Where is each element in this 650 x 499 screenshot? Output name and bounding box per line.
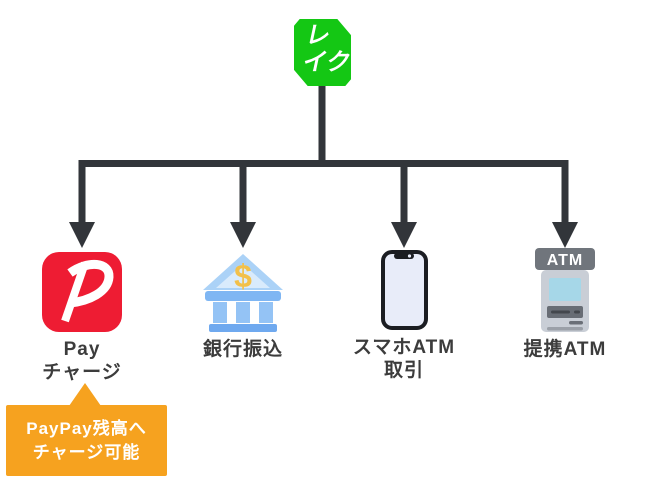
callout-text-line2: チャージ可能 [32,442,141,462]
node-label-line: スマホATM [352,337,456,358]
atm-sign-text: ATM [547,252,583,269]
node-label-line: Pay [63,339,101,360]
callout-paypay-balance: PayPay残高へ チャージ可能 [6,405,167,476]
arrowhead-3 [391,222,417,248]
node-label-line: 提携ATM [523,339,607,360]
node-smartphone-atm: スマホATM 取引 [334,248,474,382]
node-label-line: 銀行振込 [202,339,283,360]
callout-pointer-triangle [69,383,101,406]
node-label-line: チャージ [42,362,122,383]
tree-connector [69,86,578,248]
bank-dollar-symbol: $ [234,258,252,294]
paypay-icon [42,252,122,332]
arrowhead-1 [69,222,95,248]
node-label-line: 取引 [383,360,424,381]
callout-text-line1: PayPay残高へ [26,418,147,438]
atm-icon: ATM [535,248,595,332]
node-bank-transfer: $ 銀行振込 [173,248,313,361]
arrowhead-4 [552,222,578,248]
node-partner-atm: ATM 提携ATM [495,248,635,361]
bank-icon: $ [203,254,283,332]
node-paypay-charge: Pay チャージ [12,248,152,384]
smartphone-icon [380,250,428,330]
arrowhead-2 [230,222,256,248]
lake-logo: レ イク [294,19,351,86]
